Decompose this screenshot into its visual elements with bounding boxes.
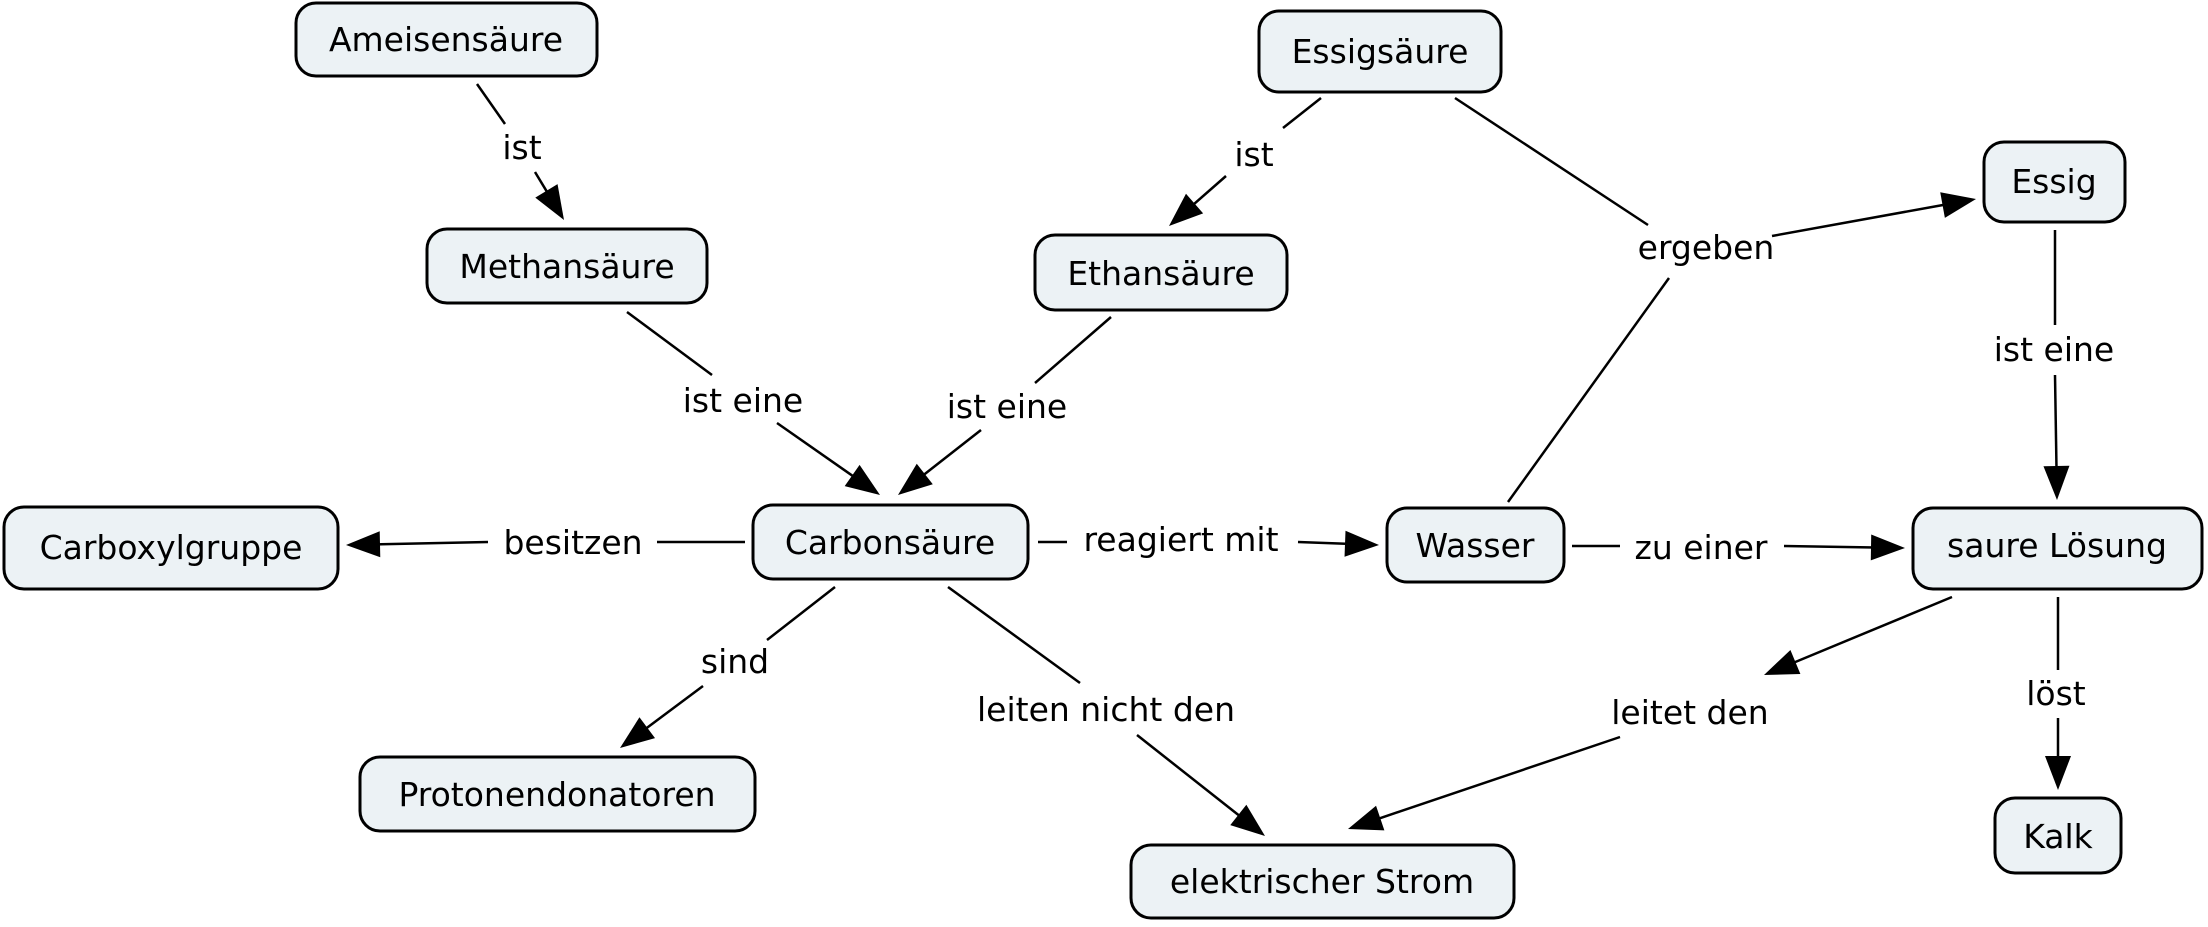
edge-zu-einer-b — [1783, 544, 1876, 549]
concept-label: Kalk — [2023, 817, 2093, 856]
link-label-ethan-ist-eine[interactable]: ist eine — [947, 387, 1067, 426]
concept-label: saure Lösung — [1947, 526, 2167, 565]
concept-label: Methansäure — [459, 247, 674, 286]
edge-essigsaeure-ist-b-arrowhead-icon — [1169, 193, 1204, 226]
concept-elektrischer-strom[interactable]: elektrischer Strom — [1129, 843, 1516, 920]
link-label-essigsaeure-ist[interactable]: ist — [1234, 135, 1273, 174]
edge-methan-ist-eine-b-arrowhead-icon — [844, 464, 880, 495]
link-label-leiten-nicht-den[interactable]: leiten nicht den — [977, 690, 1235, 729]
edge-besitzen-b — [375, 540, 489, 546]
concept-label: Essigsäure — [1292, 32, 1469, 71]
edge-ethan-ist-eine-b-arrowhead-icon — [898, 463, 933, 495]
concept-carbonsaeure[interactable]: Carbonsäure — [751, 503, 1030, 581]
edge-ergeben-essig-arrowhead-icon — [1940, 192, 1976, 218]
edge-leitet-den-b — [1376, 735, 1621, 821]
connection-lines — [346, 83, 2071, 836]
concept-label: Carbonsäure — [785, 523, 995, 562]
link-label-essig-ist-eine[interactable]: ist eine — [1994, 330, 2114, 369]
concept-label: Carboxylgruppe — [40, 528, 303, 567]
link-label-reagiert-mit[interactable]: reagiert mit — [1083, 520, 1278, 559]
edge-methan-ist-eine-a — [626, 310, 713, 377]
edge-leitet-den-a — [1791, 595, 1953, 665]
edge-ethan-ist-eine-a — [1034, 316, 1112, 384]
edge-leiten-nicht-den-a — [947, 585, 1081, 685]
concept-wasser[interactable]: Wasser — [1385, 506, 1566, 584]
link-label-methan-ist-eine[interactable]: ist eine — [683, 381, 803, 420]
link-label-besitzen[interactable]: besitzen — [503, 523, 642, 562]
edge-reagiert-mit-b — [1297, 540, 1350, 546]
concept-label: elektrischer Strom — [1170, 862, 1474, 901]
edge-methan-ist-eine-b — [776, 421, 857, 479]
edge-sind-b — [643, 684, 704, 732]
edge-ergeben-essig — [1771, 203, 1947, 238]
edge-wasser-ergeben — [1506, 277, 1671, 503]
concept-label: Ameisensäure — [329, 20, 563, 59]
edge-essigsaeure-ist-a — [1282, 97, 1322, 129]
edge-leiten-nicht-den-b-arrowhead-icon — [1230, 804, 1265, 836]
edge-sind-a — [766, 586, 836, 641]
edge-ameisen-ist-b — [533, 171, 550, 195]
concept-essigsaeure[interactable]: Essigsäure — [1257, 9, 1503, 94]
concept-methansaeure[interactable]: Methansäure — [425, 227, 709, 305]
edge-leiten-nicht-den-b — [1136, 734, 1243, 819]
edge-ethan-ist-eine-b — [920, 429, 982, 478]
concept-label: Protonendonatoren — [398, 775, 715, 814]
link-label-leitet-den[interactable]: leitet den — [1611, 693, 1768, 732]
edge-ameisen-ist-a — [475, 83, 507, 125]
edge-sind-b-arrowhead-icon — [620, 717, 656, 748]
edge-leitet-den-a-arrowhead-icon — [1764, 649, 1801, 675]
edge-reagiert-mit-b-arrowhead-icon — [1344, 530, 1379, 557]
link-label-sind[interactable]: sind — [701, 642, 769, 681]
link-label-zu-einer[interactable]: zu einer — [1635, 528, 1768, 567]
concept-label: Essig — [2011, 162, 2096, 201]
concept-label: Ethansäure — [1067, 254, 1254, 293]
edge-leitet-den-b-arrowhead-icon — [1348, 805, 1385, 831]
concept-ethansaeure[interactable]: Ethansäure — [1033, 233, 1289, 312]
edge-essigsaeure-ergeben — [1454, 96, 1649, 227]
edge-essig-ist-eine-b-arrowhead-icon — [2043, 465, 2070, 500]
concept-kalk[interactable]: Kalk — [1993, 796, 2123, 875]
concept-carboxylgruppe[interactable]: Carboxylgruppe — [2, 505, 340, 591]
link-label-ergeben[interactable]: ergeben — [1638, 228, 1775, 267]
concept-saure-loesung[interactable]: saure Lösung — [1911, 506, 2204, 591]
edge-besitzen-b-arrowhead-icon — [346, 531, 381, 558]
link-label-ameisen-ist[interactable]: ist — [502, 128, 541, 167]
edge-ameisen-ist-b-arrowhead-icon — [535, 184, 564, 220]
edge-zu-einer-b-arrowhead-icon — [1870, 534, 1905, 561]
edge-essig-ist-eine-b — [2053, 374, 2058, 471]
concept-ameisensaeure[interactable]: Ameisensäure — [294, 1, 599, 78]
concept-protonendonatoren[interactable]: Protonendonatoren — [358, 755, 757, 833]
concept-essig[interactable]: Essig — [1982, 140, 2127, 224]
concept-label: Wasser — [1416, 526, 1535, 565]
edge-loest-b-arrowhead-icon — [2045, 756, 2071, 790]
edge-essigsaeure-ist-b — [1190, 175, 1227, 208]
link-label-loest[interactable]: löst — [2026, 674, 2086, 713]
